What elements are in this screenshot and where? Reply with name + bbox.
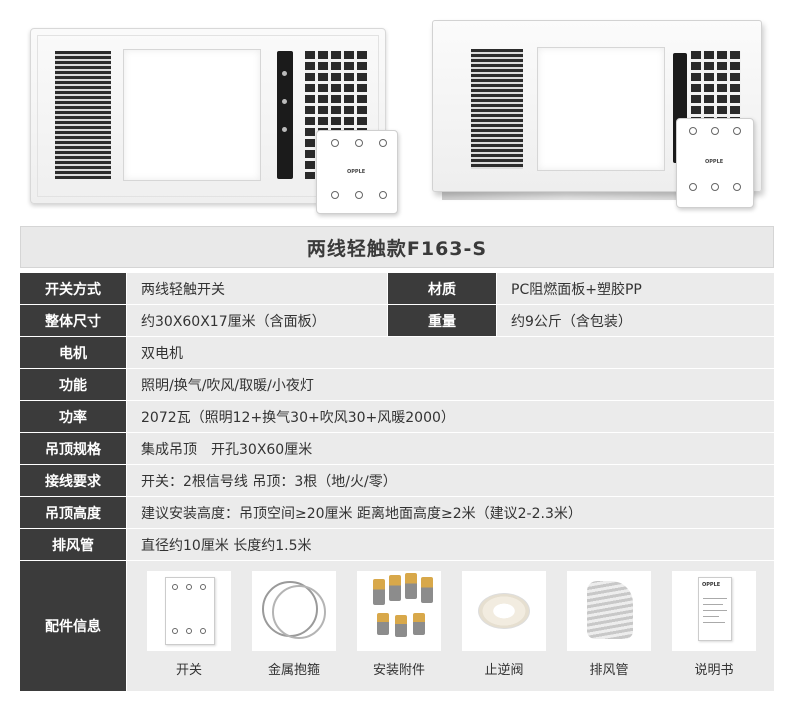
spec-label-switch-type: 开关方式 xyxy=(20,273,126,304)
model-title: 两线轻触款F163-S xyxy=(306,237,488,260)
accessory-caption: 金属抱箍 xyxy=(267,663,320,678)
manual-image: OPPLE xyxy=(672,571,756,651)
accessory-caption: 止逆阀 xyxy=(484,663,524,678)
spec-label-ceiling-spec: 吊顶规格 xyxy=(20,433,126,464)
accessory-check-valve: 止逆阀 xyxy=(462,571,546,687)
exhaust-vent xyxy=(55,51,111,179)
product-images: OPPLE OPPLE xyxy=(0,0,790,220)
switch-image xyxy=(147,571,231,651)
accessory-mounting-kit: 安装附件 xyxy=(357,571,441,687)
accessory-caption: 安装附件 xyxy=(372,663,425,678)
spec-row-ceiling-height: 吊顶高度 建议安装高度：吊顶空间≥20厘米 距离地面高度≥2米（建议2-2.3米… xyxy=(20,497,774,528)
model-title-bar: 两线轻触款F163-S xyxy=(20,226,774,268)
accessory-caption: 开关 xyxy=(175,663,202,678)
spec-row-function: 功能 照明/换气/吹风/取暖/小夜灯 xyxy=(20,369,774,400)
mounting-kit-image xyxy=(357,571,441,651)
spec-table: 开关方式 两线轻触开关 材质 PC阻燃面板+塑胶PP 整体尺寸 约30X60X1… xyxy=(20,273,774,691)
wall-switch-image: OPPLE xyxy=(316,130,398,214)
spec-value-power: 2072瓦（照明12+换气30+吹风30+风暖2000） xyxy=(127,401,774,432)
spec-label-motor: 电机 xyxy=(20,337,126,368)
spec-value-weight: 约9公斤（含包装） xyxy=(497,305,774,336)
spec-row-ceiling-spec: 吊顶规格 集成吊顶 开孔30X60厘米 xyxy=(20,433,774,464)
control-display xyxy=(277,51,293,179)
spec-label-weight: 重量 xyxy=(388,305,496,336)
remote-brand-2: OPPLE xyxy=(705,159,724,165)
spec-label-material: 材质 xyxy=(388,273,496,304)
accessory-switch: 开关 xyxy=(147,571,231,687)
accessory-caption: 说明书 xyxy=(694,663,734,678)
accessory-manual: OPPLE 说明书 xyxy=(672,571,756,687)
spec-label-size: 整体尺寸 xyxy=(20,305,126,336)
wall-switch-image-2: OPPLE xyxy=(676,118,754,208)
exhaust-pipe-image xyxy=(567,571,651,651)
spec-value-size: 约30X60X17厘米（含面板） xyxy=(127,305,387,336)
metal-clamp-image xyxy=(252,571,336,651)
spec-label-power: 功率 xyxy=(20,401,126,432)
spec-row-switch-material: 开关方式 两线轻触开关 材质 PC阻燃面板+塑胶PP xyxy=(20,273,774,304)
spec-row-accessories: 配件信息 开关 xyxy=(20,561,774,691)
spec-value-switch-type: 两线轻触开关 xyxy=(127,273,387,304)
spec-row-motor: 电机 双电机 xyxy=(20,337,774,368)
spec-value-ceiling-height: 建议安装高度：吊顶空间≥20厘米 距离地面高度≥2米（建议2-2.3米） xyxy=(127,497,774,528)
spec-value-material: PC阻燃面板+塑胶PP xyxy=(497,273,774,304)
check-valve-image xyxy=(462,571,546,651)
spec-value-function: 照明/换气/吹风/取暖/小夜灯 xyxy=(127,369,774,400)
lamp-panel xyxy=(123,49,261,181)
remote-brand: OPPLE xyxy=(347,169,366,175)
accessories-gallery: 开关 金属抱箍 安装附件 xyxy=(127,561,774,691)
spec-label-exhaust-pipe: 排风管 xyxy=(20,529,126,560)
spec-value-wiring: 开关：2根信号线 吊顶：3根（地/火/零） xyxy=(127,465,774,496)
spec-row-wiring: 接线要求 开关：2根信号线 吊顶：3根（地/火/零） xyxy=(20,465,774,496)
accessory-metal-clamp: 金属抱箍 xyxy=(252,571,336,687)
spec-value-ceiling-spec: 集成吊顶 开孔30X60厘米 xyxy=(127,433,774,464)
spec-row-size-weight: 整体尺寸 约30X60X17厘米（含面板） 重量 约9公斤（含包装） xyxy=(20,305,774,336)
spec-label-accessories: 配件信息 xyxy=(20,561,126,691)
spec-row-exhaust-pipe: 排风管 直径约10厘米 长度约1.5米 xyxy=(20,529,774,560)
accessory-exhaust-pipe: 排风管 xyxy=(567,571,651,687)
accessory-caption: 排风管 xyxy=(589,663,629,678)
spec-label-ceiling-height: 吊顶高度 xyxy=(20,497,126,528)
spec-value-exhaust-pipe: 直径约10厘米 长度约1.5米 xyxy=(127,529,774,560)
spec-label-function: 功能 xyxy=(20,369,126,400)
spec-label-wiring: 接线要求 xyxy=(20,465,126,496)
spec-row-power: 功率 2072瓦（照明12+换气30+吹风30+风暖2000） xyxy=(20,401,774,432)
spec-value-motor: 双电机 xyxy=(127,337,774,368)
manual-brand: OPPLE xyxy=(702,582,721,588)
